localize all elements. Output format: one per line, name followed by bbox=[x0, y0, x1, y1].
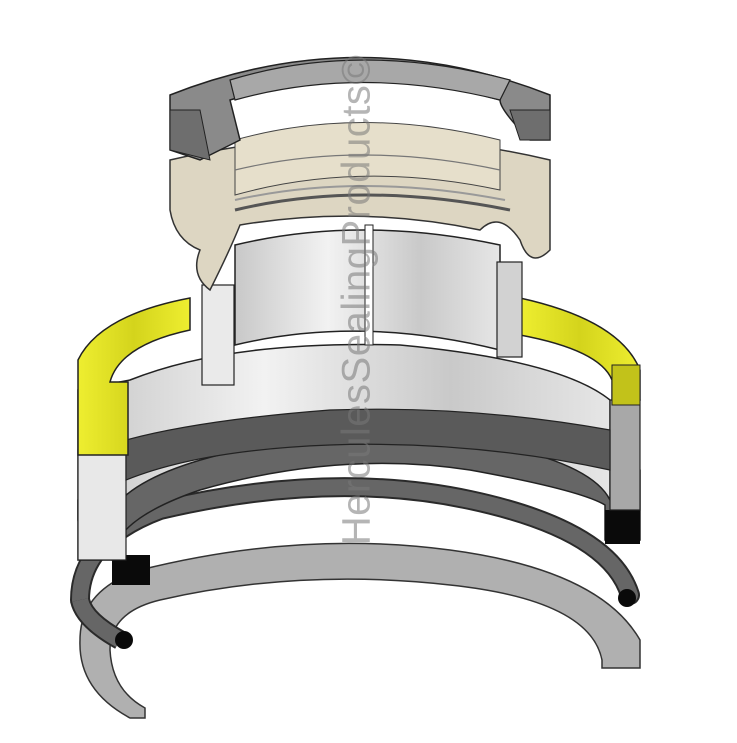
wiper-ring bbox=[169, 56, 551, 161]
guide-ring-yellow bbox=[77, 297, 641, 456]
seal-body bbox=[77, 343, 641, 562]
chevron-vee-packing-stack bbox=[169, 122, 551, 292]
support-sleeve bbox=[201, 224, 523, 386]
flat-backup-ring bbox=[79, 542, 641, 719]
